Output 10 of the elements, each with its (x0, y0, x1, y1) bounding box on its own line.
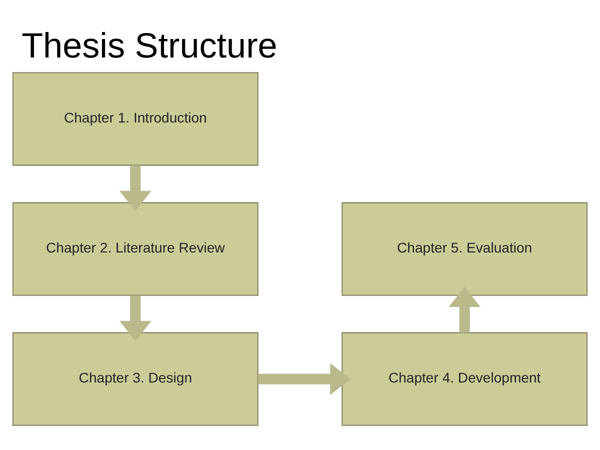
arrow (448, 286, 481, 333)
arrow (258, 363, 350, 395)
node-box: Chapter 4. Development (342, 332, 588, 426)
node-box: Chapter 1. Introduction (12, 72, 258, 166)
node-box: Chapter 5. Evaluation (342, 202, 588, 296)
node-box: Chapter 2. Literature Review (12, 202, 258, 296)
node-box: Chapter 3. Design (12, 332, 258, 426)
arrow (119, 166, 152, 212)
arrow (119, 296, 152, 342)
diagram-title: Thesis Structure (22, 26, 278, 66)
